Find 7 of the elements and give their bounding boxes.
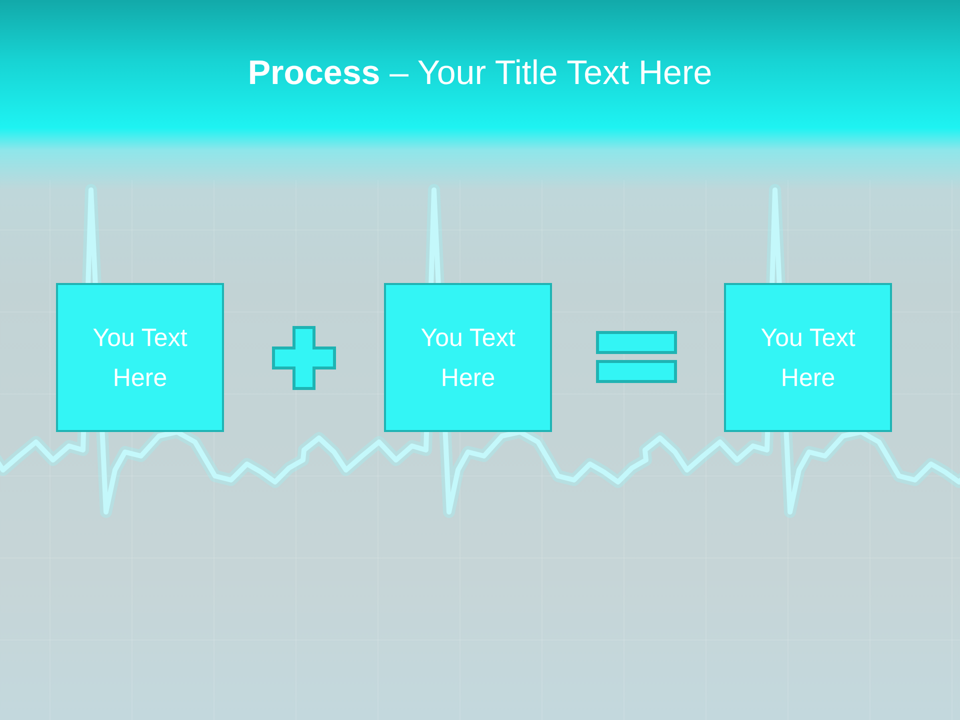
box-text: You Text Here bbox=[760, 322, 856, 394]
text-box bbox=[724, 283, 892, 432]
box-text: You Text Here bbox=[420, 322, 516, 394]
text-box bbox=[56, 283, 224, 432]
box-text: You Text Here bbox=[92, 322, 188, 394]
slide-title: Process – Your Title Text Here bbox=[246, 53, 714, 94]
text-box bbox=[384, 283, 552, 432]
